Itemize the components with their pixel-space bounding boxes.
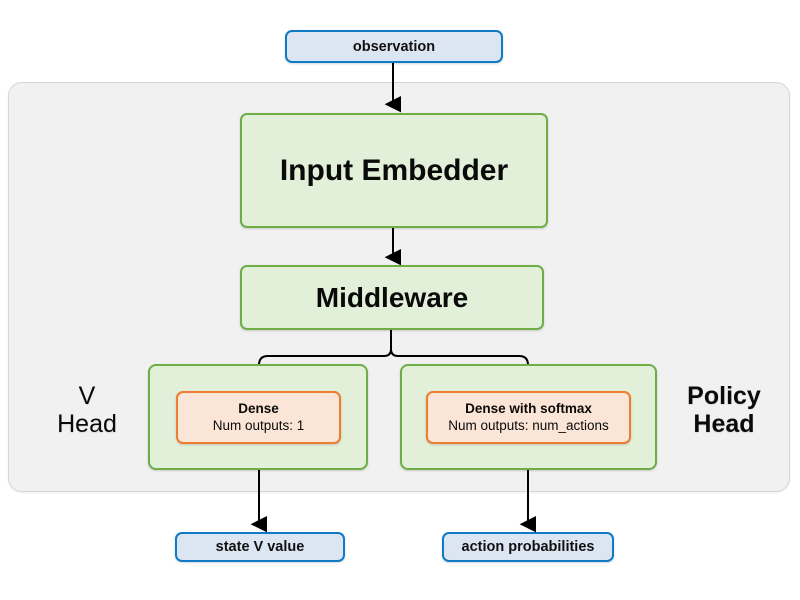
node-v-head-dense-subtitle: Num outputs: 1 xyxy=(212,417,305,433)
node-observation[interactable]: observation xyxy=(285,30,503,63)
node-state-v-value[interactable]: state V value xyxy=(175,532,345,562)
node-action-probabilities-label: action probabilities xyxy=(461,539,595,555)
node-policy-head-dense[interactable]: Dense with softmax Num outputs: num_acti… xyxy=(426,391,631,444)
node-action-probabilities[interactable]: action probabilities xyxy=(442,532,614,562)
node-policy-head-dense-subtitle: Num outputs: num_actions xyxy=(448,417,609,433)
node-v-head-dense[interactable]: Dense Num outputs: 1 xyxy=(176,391,341,444)
node-observation-label: observation xyxy=(352,38,436,55)
node-middleware-label: Middleware xyxy=(315,281,469,313)
v-head-caption-line1: V xyxy=(78,382,96,410)
v-head-caption: V Head xyxy=(28,382,146,438)
policy-head-caption-line2: Head xyxy=(693,410,755,438)
node-middleware[interactable]: Middleware xyxy=(240,265,544,330)
policy-head-caption: Policy Head xyxy=(662,382,786,438)
v-head-caption-line2: Head xyxy=(57,410,117,438)
node-state-v-value-label: state V value xyxy=(215,539,305,555)
node-input-embedder[interactable]: Input Embedder xyxy=(240,113,548,228)
node-input-embedder-label: Input Embedder xyxy=(279,153,509,187)
policy-head-caption-line1: Policy xyxy=(687,382,761,410)
node-v-head-dense-title: Dense xyxy=(238,400,279,416)
node-policy-head-dense-title: Dense with softmax xyxy=(465,400,592,416)
